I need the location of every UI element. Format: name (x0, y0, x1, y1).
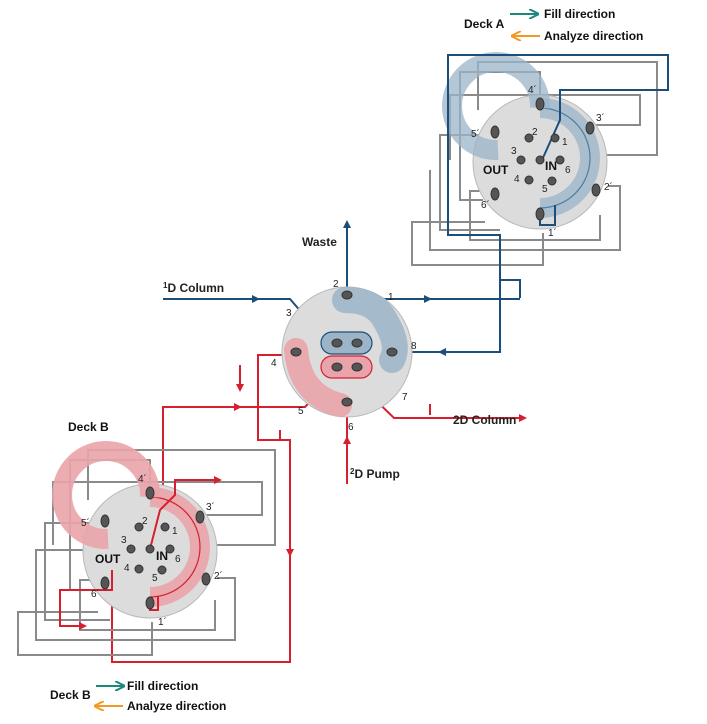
col1-sup: 1 (163, 281, 168, 290)
deck-a-port-3p: 3´ (596, 112, 605, 124)
pump-label: 2D Pump (350, 467, 400, 481)
deck-a-port-2p-hole (591, 183, 601, 197)
main-port-4-hole (290, 347, 302, 357)
deck-a-port-4p: 4´ (528, 84, 537, 96)
main-port-7: 7 (402, 392, 408, 403)
port8-in-arrow (438, 280, 501, 356)
deck-b-port-3p: 3´ (206, 501, 215, 513)
main-port-6: 6 (348, 422, 354, 433)
main-port-8: 8 (411, 341, 417, 352)
main-port-5-hole (331, 362, 343, 372)
deck-a-port-6p: 6´ (481, 199, 490, 211)
deck-a-port-6-hole (555, 155, 565, 165)
deck-b-port-1: 1 (172, 526, 178, 537)
deck-a-port-1: 1 (562, 137, 568, 148)
deck-b-port-6: 6 (175, 554, 181, 565)
deck-a-center-hole (535, 155, 545, 165)
deck-a-port-3: 3 (511, 146, 517, 157)
deck-a-title: Deck A (464, 17, 505, 31)
deck-b-port-3: 3 (121, 535, 127, 546)
deck-a: 1 2 3 4 5 6 1´ 2´ 3´ 4´ 5´ 6´ OUT IN Dec… (411, 7, 669, 298)
deck-a-port-4p-hole (535, 97, 545, 111)
main-port-5: 5 (298, 406, 304, 417)
deck-a-port-5p-hole (490, 125, 500, 139)
deck-a-port-2: 2 (532, 127, 538, 138)
deck-a-port-5p: 5´ (471, 128, 480, 140)
deck-a-port-6p-hole (490, 187, 500, 201)
deck-b-analyze-label: Analyze direction (127, 699, 226, 713)
deck-b-port-4: 4 (124, 563, 130, 574)
deck-a-port-1p-hole (535, 207, 545, 221)
deck-b: 1 2 3 4 5 6 1´ 2´ 3´ 4´ 5´ 6´ OUT IN Dec… (17, 420, 276, 713)
pump-text: D Pump (354, 467, 399, 481)
deck-b-title: Deck B (68, 420, 109, 434)
deck-a-port-2p: 2´ (604, 181, 613, 193)
main-port-8-hole (386, 347, 398, 357)
main-port-1-hole (351, 338, 363, 348)
deck-b-port-4p: 4´ (138, 473, 147, 485)
deck-b-port-5p: 5´ (81, 517, 90, 529)
deck-b-port-6p: 6´ (91, 588, 100, 600)
deck-b-port-2p: 2´ (214, 570, 223, 582)
deck-b-port-2: 2 (142, 516, 148, 527)
deck-a-out-label: OUT (483, 163, 509, 177)
main-port-7-hole (351, 362, 363, 372)
main-port-6-hole (341, 397, 353, 407)
waste-label: Waste (302, 235, 337, 249)
pump-sup: 2 (350, 467, 355, 476)
deck-b-port-5: 5 (152, 573, 158, 584)
deck-b-in-label: IN (156, 549, 168, 563)
deck-a-port-3p-hole (585, 121, 595, 135)
main-port-2-hole (341, 290, 353, 300)
deck-a-port-5: 5 (542, 184, 548, 195)
deck-a-port-3-hole (516, 155, 526, 165)
main-port-3: 3 (286, 308, 292, 319)
col2-label: 2D Column (453, 413, 516, 427)
main-valve: 1 2 3 4 5 6 7 8 Waste 1D Column 2D Colum… (111, 220, 527, 663)
main-port-4: 4 (271, 358, 277, 369)
deck-a-port-4: 4 (514, 174, 520, 185)
deck-a-port-6: 6 (565, 165, 571, 176)
main-port-2: 2 (333, 279, 339, 290)
main-port-3-hole (331, 338, 343, 348)
deck-a-fill-label: Fill direction (544, 7, 615, 21)
deck-a-port-2-hole (524, 133, 534, 143)
deck-b-fill-label: Fill direction (127, 679, 198, 693)
deck-a-port-5-hole (547, 176, 557, 186)
deck-b-port-1p: 1´ (158, 616, 167, 628)
deck-a-inner-ports (490, 97, 601, 221)
deck-a-analyze-label: Analyze direction (544, 29, 643, 43)
deck-b-legend-title: Deck B (50, 688, 91, 702)
deck-a-port-1p: 1´ (548, 227, 557, 239)
deck-a-port-4-hole (524, 175, 534, 185)
deck-b-out-label: OUT (95, 552, 121, 566)
col1-text: D Column (167, 281, 224, 295)
deck-a-in-label: IN (545, 159, 557, 173)
main-port-1: 1 (388, 292, 394, 303)
col1-label: 1D Column (163, 281, 224, 295)
deck-b-inner-ports (100, 486, 211, 610)
deck-a-port-1-hole (550, 133, 560, 143)
port4-line (111, 354, 291, 663)
